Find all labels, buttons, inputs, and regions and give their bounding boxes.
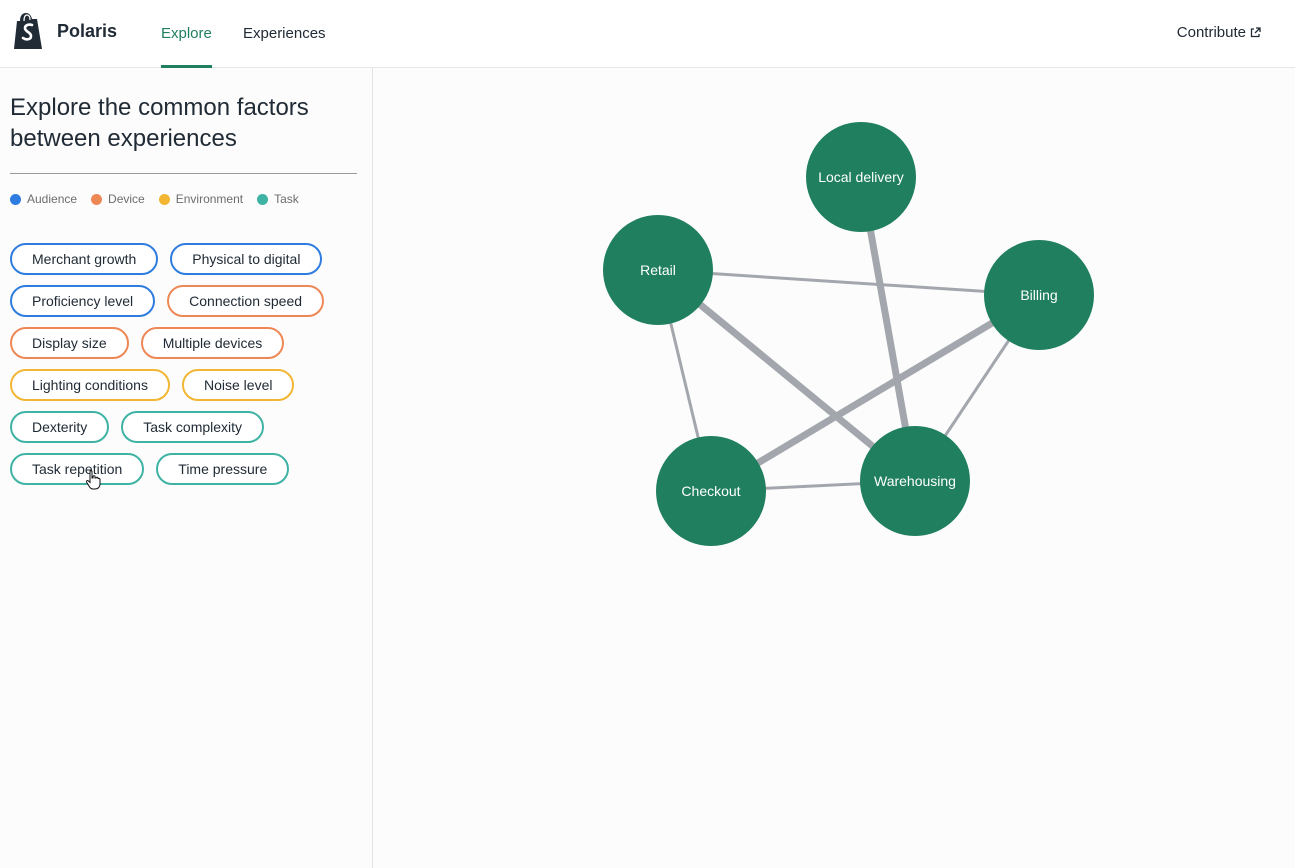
chip-dexterity[interactable]: Dexterity bbox=[10, 411, 110, 443]
legend-label: Device bbox=[108, 192, 145, 206]
legend-item-device: Device bbox=[91, 192, 145, 206]
node-circle[interactable] bbox=[656, 436, 766, 546]
chip-lighting-conditions[interactable]: Lighting conditions bbox=[10, 369, 170, 401]
legend-label: Audience bbox=[27, 192, 78, 206]
chip-proficiency-level[interactable]: Proficiency level bbox=[10, 285, 156, 317]
legend-label: Environment bbox=[175, 192, 244, 206]
brand-name[interactable]: Polaris bbox=[57, 21, 118, 41]
node-circle[interactable] bbox=[860, 426, 970, 536]
chip-task-repetition[interactable]: Task repetition bbox=[10, 453, 145, 485]
contribute-link[interactable]: Contribute bbox=[1177, 24, 1261, 41]
node-billing[interactable]: Billing bbox=[984, 240, 1094, 350]
legend-label: Task bbox=[274, 192, 299, 206]
chip-connection-speed[interactable]: Connection speed bbox=[167, 285, 325, 317]
tab-explore[interactable]: Explore bbox=[161, 0, 212, 68]
node-checkout[interactable]: Checkout bbox=[656, 436, 766, 546]
edge-retail-billing bbox=[657, 268, 1040, 297]
legend-item-task: Task bbox=[257, 192, 299, 206]
node-circle[interactable] bbox=[984, 240, 1094, 350]
chip-time-pressure[interactable]: Time pressure bbox=[156, 453, 290, 485]
legend-item-audience: Audience bbox=[10, 192, 77, 206]
node-label: Checkout bbox=[681, 483, 740, 499]
node-label: Local delivery bbox=[818, 169, 904, 185]
factor-chip-list: Merchant growth Physical to digital Prof… bbox=[10, 243, 360, 485]
chip-physical-to-digital[interactable]: Physical to digital bbox=[170, 243, 323, 275]
edge-retail-warehousing bbox=[655, 267, 918, 484]
external-link-icon bbox=[1250, 27, 1261, 38]
environment-dot-icon bbox=[158, 193, 170, 205]
chip-task-complexity[interactable]: Task complexity bbox=[121, 411, 265, 443]
legend-item-environment: Environment bbox=[158, 192, 244, 206]
chip-multiple-devices[interactable]: Multiple devices bbox=[140, 327, 285, 359]
chip-display-size[interactable]: Display size bbox=[10, 327, 129, 359]
category-legend: Audience Device Environment Task bbox=[10, 192, 299, 206]
audience-dot-icon bbox=[10, 193, 21, 205]
node-retail[interactable]: Retail bbox=[603, 215, 713, 325]
chip-noise-level[interactable]: Noise level bbox=[181, 369, 295, 401]
node-label: Billing bbox=[1020, 287, 1057, 303]
edge-billing-checkout bbox=[709, 291, 1041, 495]
node-circle[interactable] bbox=[603, 215, 713, 325]
node-label: Retail bbox=[640, 262, 676, 278]
contribute-label: Contribute bbox=[1176, 24, 1246, 41]
tab-experiences[interactable]: Experiences bbox=[243, 25, 326, 42]
sidebar: Explore the common factors between exper… bbox=[0, 68, 373, 868]
node-circle[interactable] bbox=[806, 122, 916, 232]
device-dot-icon bbox=[91, 193, 103, 205]
node-warehousing[interactable]: Warehousing bbox=[860, 426, 970, 536]
task-dot-icon bbox=[257, 193, 269, 205]
page-title: Explore the common factors between exper… bbox=[10, 94, 309, 152]
chip-merchant-growth[interactable]: Merchant growth bbox=[10, 243, 159, 275]
top-header: Polaris Explore Experiences Contribute bbox=[0, 0, 1295, 68]
shopify-bag-icon[interactable] bbox=[11, 12, 45, 50]
node-label: Warehousing bbox=[874, 473, 956, 489]
divider bbox=[10, 173, 357, 174]
node-local-delivery[interactable]: Local delivery bbox=[806, 122, 916, 232]
